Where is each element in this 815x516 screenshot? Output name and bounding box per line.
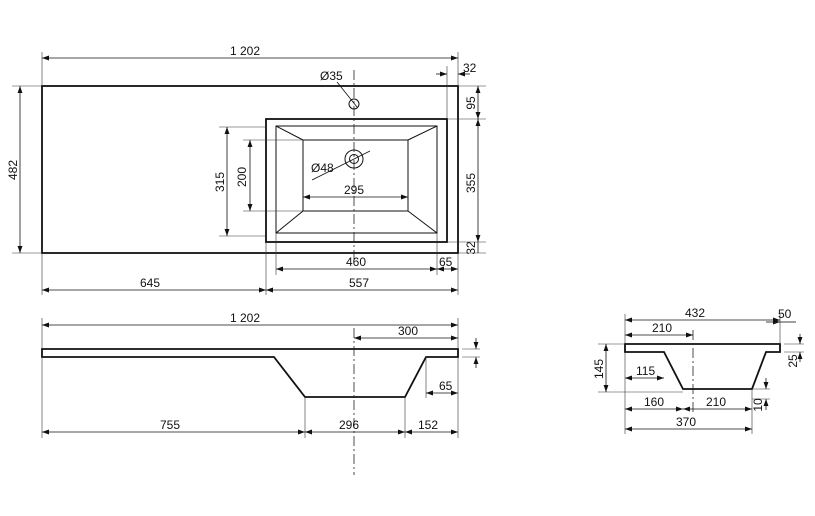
dim-front-left-label: 755 bbox=[160, 418, 180, 432]
dim-side-width-label: 432 bbox=[685, 306, 705, 320]
drain-inner-circle bbox=[349, 154, 359, 164]
tap-hole-leader bbox=[336, 81, 358, 108]
dim-side-right-edge-label: 50 bbox=[778, 307, 792, 321]
basin-inner-outline bbox=[275, 125, 438, 234]
countertop-outline bbox=[41, 85, 459, 254]
dim-basin-outer-depth-label: 315 bbox=[213, 172, 227, 192]
tap-hole-label: Ø35 bbox=[320, 69, 343, 83]
dim-basin-outer-width-label: 460 bbox=[346, 255, 366, 269]
basin-floor-outline bbox=[302, 139, 409, 212]
tap-hole-circle bbox=[348, 98, 360, 110]
dim-side-total-label: 370 bbox=[676, 415, 696, 429]
dim-side-bottom-thickness-label: 10 bbox=[751, 398, 765, 412]
dim-front-width-label: 1 202 bbox=[230, 311, 260, 325]
dim-side-inner-left-label: 115 bbox=[636, 364, 655, 378]
front-view: 1 202 300 65 755 296 152 bbox=[41, 311, 480, 475]
dim-top-width-label: 1 202 bbox=[230, 44, 260, 58]
dim-basin-inner-width-label: 295 bbox=[344, 183, 364, 197]
bowl-slope-line bbox=[407, 210, 438, 234]
drain-label: Ø48 bbox=[311, 161, 334, 175]
dim-top-to-basin-label: 95 bbox=[464, 96, 478, 110]
dim-side-slab-label: 25 bbox=[786, 354, 800, 368]
dim-depth-label: 482 bbox=[6, 160, 20, 180]
dim-side-bottom-right-label: 210 bbox=[706, 395, 726, 409]
bowl-slope-line bbox=[275, 210, 304, 234]
dim-bottom-right-edge-label: 32 bbox=[464, 241, 478, 255]
dim-side-height-label: 145 bbox=[592, 359, 606, 379]
drain-leader bbox=[311, 150, 371, 181]
dim-side-top-offset-label: 210 bbox=[652, 321, 672, 335]
dim-left-part-label: 645 bbox=[140, 276, 160, 290]
dim-front-bowl-width-label: 296 bbox=[339, 418, 359, 432]
drain-outer-circle bbox=[344, 149, 364, 169]
plan-view: Ø35 Ø48 1 202 32 482 315 200 295 bbox=[6, 44, 486, 295]
dim-top-right-edge-label: 32 bbox=[463, 61, 477, 75]
basin-outer-outline bbox=[265, 118, 448, 243]
dim-front-center-offset-label: 300 bbox=[398, 324, 418, 338]
dim-basin-depth-right-label: 355 bbox=[464, 173, 478, 193]
side-view: 432 50 210 145 25 115 10 160 210 bbox=[592, 306, 804, 434]
dim-right-part-label: 557 bbox=[349, 276, 369, 290]
front-outline bbox=[41, 348, 459, 398]
bowl-slope-line bbox=[275, 125, 304, 141]
dim-side-bottom-left-label: 160 bbox=[644, 395, 664, 409]
bowl-slope-line bbox=[407, 125, 438, 141]
dim-front-right-margin-label: 65 bbox=[439, 379, 453, 393]
dim-basin-inner-depth-label: 200 bbox=[235, 167, 249, 187]
dim-basin-right-margin-label: 65 bbox=[439, 255, 453, 269]
dim-front-right-label: 152 bbox=[418, 418, 438, 432]
